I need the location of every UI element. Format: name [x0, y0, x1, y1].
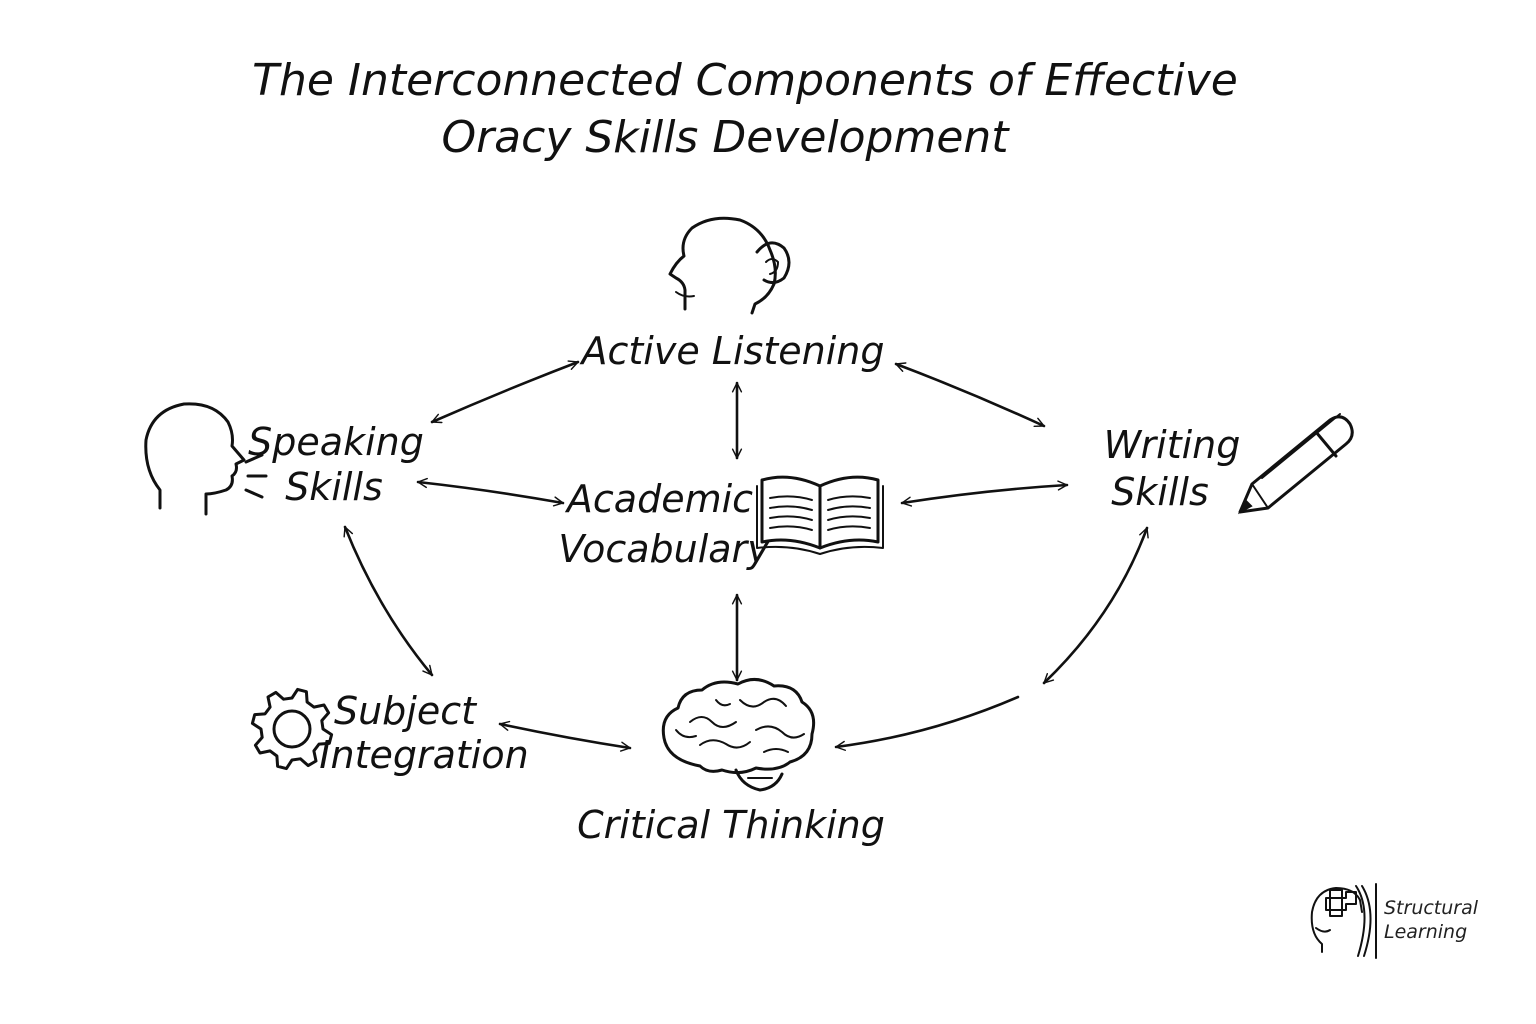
- arrow-speaking-subject: [343, 525, 434, 677]
- node-label-writing-line2: Skills: [1111, 470, 1209, 514]
- title-line-2: Oracy Skills Development: [441, 112, 1010, 163]
- node-writing-skills: Writing Skills: [1104, 413, 1354, 515]
- node-speaking-skills: Speaking Skills: [144, 402, 424, 516]
- node-critical-thinking: Critical Thinking: [577, 678, 885, 847]
- open-book-icon: [756, 475, 884, 555]
- node-label-vocabulary-line2: Vocabulary: [558, 527, 770, 571]
- speaking-head-icon: [144, 402, 268, 516]
- arrow-listening-writing: [894, 362, 1046, 428]
- arrow-listening-speaking: [430, 360, 580, 424]
- node-active-listening: Active Listening: [579, 216, 885, 373]
- listening-head-icon: [668, 216, 791, 315]
- node-academic-vocabulary: Academic Vocabulary: [558, 475, 884, 571]
- gear-icon: [250, 687, 334, 771]
- node-label-active-listening: Active Listening: [579, 329, 885, 373]
- node-label-critical-thinking: Critical Thinking: [577, 803, 885, 847]
- arrow-subject-critical: [498, 720, 632, 752]
- brain-icon: [661, 678, 816, 792]
- arrow-writing-down: [1042, 526, 1149, 685]
- node-label-subject-line1: Subject: [334, 689, 478, 733]
- diagram-title: The Interconnected Components of Effecti…: [252, 55, 1238, 163]
- node-label-speaking-line1: Speaking: [248, 420, 424, 464]
- pencil-icon: [1237, 413, 1354, 515]
- structural-learning-logo: Structural Learning: [1310, 883, 1479, 959]
- node-label-speaking-line2: Skills: [285, 465, 383, 509]
- logo-text-line1: Structural: [1384, 897, 1479, 919]
- title-line-1: The Interconnected Components of Effecti…: [252, 55, 1238, 106]
- node-label-subject-line2: Integration: [319, 733, 528, 777]
- structural-learning-logo-icon: [1310, 883, 1377, 959]
- node-label-writing-line1: Writing: [1104, 423, 1241, 467]
- arrow-vocabulary-writing: [900, 480, 1069, 507]
- node-label-vocabulary-line1: Academic: [564, 477, 753, 521]
- arrow-speaking-vocabulary: [416, 477, 565, 507]
- arrow-to-critical-thinking: [834, 695, 1020, 751]
- node-subject-integration: Subject Integration: [250, 687, 529, 777]
- logo-text-line2: Learning: [1384, 921, 1467, 943]
- connections: [343, 360, 1149, 752]
